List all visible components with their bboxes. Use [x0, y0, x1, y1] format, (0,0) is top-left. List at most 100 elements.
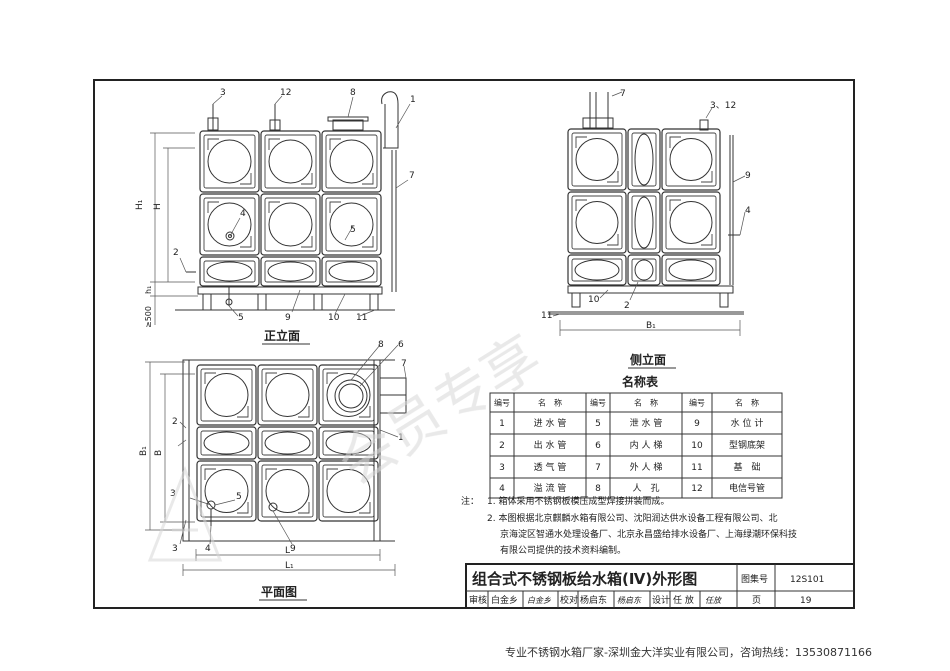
- parts-table-cell: 溢 流 管: [534, 482, 567, 494]
- dim-H1-front: H₁: [135, 199, 145, 210]
- panel-circle: [265, 373, 310, 417]
- dim-B-plan: B: [154, 450, 164, 456]
- front-label-2: 2: [173, 248, 179, 258]
- parts-table-border: [489, 392, 783, 499]
- tank-panel-inset: [665, 132, 717, 187]
- parts-table-cell: 1: [499, 419, 505, 429]
- front-label-5a: 5: [350, 225, 356, 235]
- panel-ellipse: [203, 431, 250, 455]
- tank-panel-inset: [571, 258, 623, 282]
- panel-ellipse: [206, 261, 253, 282]
- parts-table-cell: 透 气 管: [534, 461, 567, 473]
- side-label-7: 7: [620, 89, 626, 99]
- tank-panel-inset: [200, 368, 253, 422]
- page-label: 页: [752, 595, 761, 606]
- front-label-5b: 5: [238, 313, 244, 323]
- note-2-line2: 京海淀区智通水处理设备厂、北京永昌盛给排水设备厂、上海绿潮环保科技: [500, 528, 797, 540]
- check-label: 校对: [560, 594, 578, 606]
- footer-banner: 专业不锈钢水箱厂家-深圳金大洋实业有限公司，咨询热线：13530871166: [505, 644, 945, 662]
- front-label-10: 10: [328, 313, 340, 323]
- tank-panel: [627, 191, 661, 254]
- panel-bracket: [268, 138, 280, 150]
- front-label-8: 8: [350, 88, 356, 98]
- panel-bracket: [359, 406, 371, 418]
- atlas-label: 图集号: [741, 573, 768, 585]
- front-label-3: 3: [220, 88, 226, 98]
- panel-bracket: [301, 236, 313, 248]
- panel-bracket: [362, 236, 374, 248]
- panel-bracket: [265, 468, 277, 480]
- side-view-title: 侧立面: [630, 352, 666, 367]
- parts-table-header-cell: 编号: [689, 398, 705, 408]
- tank-panel-inset: [264, 260, 317, 283]
- panel-ellipse: [574, 259, 620, 281]
- panel-bracket: [301, 173, 313, 185]
- parts-table-cell: 人 孔: [632, 483, 659, 494]
- tank-panel-inset: [571, 132, 623, 187]
- dim-L1-plan: L₁: [285, 561, 294, 571]
- tank-panel-inset: [631, 195, 657, 250]
- tank-panel-inset: [325, 134, 378, 189]
- dim-B1-plan: B₁: [139, 446, 149, 456]
- panel-bracket: [669, 199, 681, 211]
- front-label-11: 11: [356, 313, 367, 323]
- parts-table-cell: 出 水 管: [534, 439, 567, 451]
- tank-panel: [627, 254, 661, 286]
- side-label-11: 11: [541, 311, 552, 321]
- plan-view-title: 平面图: [261, 585, 297, 599]
- parts-table-cell: 6: [595, 441, 601, 451]
- tank-panel-inset: [264, 197, 317, 252]
- panel-circle: [204, 469, 249, 513]
- plan-label-8: 8: [378, 340, 384, 350]
- front-label-9: 9: [285, 313, 291, 323]
- tank-panel-inset: [325, 260, 378, 283]
- panel-bracket: [575, 136, 587, 148]
- tank-panel-inset: [203, 260, 256, 283]
- reviewer-name: 白金乡: [491, 594, 518, 606]
- panel-circle: [207, 139, 252, 184]
- panel-circle: [329, 202, 374, 247]
- parts-table-cell: 外 人 梯: [630, 461, 663, 473]
- tank-panel-inset: [631, 132, 657, 187]
- parts-table-cell: 进 水 管: [534, 417, 567, 429]
- dim-L-plan: L: [285, 546, 290, 556]
- panel-bracket: [204, 372, 216, 384]
- footer-text: 专业不锈钢水箱厂家-深圳金大洋实业有限公司，咨询热线：13530871166: [505, 646, 872, 659]
- tank-panel-inset: [261, 430, 314, 456]
- front-view-title: 正立面: [264, 328, 300, 343]
- dim-ge500: ≥500: [144, 306, 153, 328]
- panel-ellipse: [264, 431, 311, 455]
- tank-panel: [627, 128, 661, 191]
- panel-bracket: [607, 234, 619, 246]
- parts-table-cell: 7: [595, 463, 601, 473]
- parts-table-cell: 水 位 计: [731, 417, 764, 429]
- panel-ellipse: [328, 261, 375, 282]
- parts-table-title: 名称表: [622, 374, 659, 389]
- tank-panel-inset: [665, 195, 717, 250]
- note-1: 1. 箱体采用不锈钢板模压成型焊接拼装而成。: [487, 495, 669, 507]
- plan-label-4: 4: [205, 544, 211, 554]
- panel-bracket: [207, 138, 219, 150]
- parts-table-header-cell: 编号: [494, 398, 510, 408]
- front-panel-grid: [199, 130, 382, 287]
- panel-bracket: [207, 201, 219, 213]
- parts-table-header-cell: 名 称: [735, 398, 759, 408]
- parts-table-cell: 10: [691, 441, 703, 451]
- side-elevation: B₁ 7 3、12 9 4 10 2 11 侧立面: [541, 89, 751, 369]
- panel-ellipse: [634, 196, 654, 249]
- panel-bracket: [265, 372, 277, 384]
- side-label-9: 9: [745, 171, 751, 181]
- panel-circle: [575, 201, 619, 244]
- plan-view: B₁ B L L₁ 8 6 7 2 1 3 5 4 3 9 平面图: [139, 340, 407, 601]
- parts-table-cell: 泄 水 管: [630, 417, 663, 429]
- parts-table-cell: 8: [595, 484, 601, 494]
- side-label-3-12: 3、12: [710, 101, 736, 111]
- panel-bracket: [326, 372, 338, 384]
- panel-ellipse: [325, 431, 372, 455]
- plan-label-1: 1: [398, 433, 404, 443]
- parts-table-cell: 12: [691, 484, 702, 494]
- panel-circle: [268, 202, 313, 247]
- panel-bracket: [362, 173, 374, 185]
